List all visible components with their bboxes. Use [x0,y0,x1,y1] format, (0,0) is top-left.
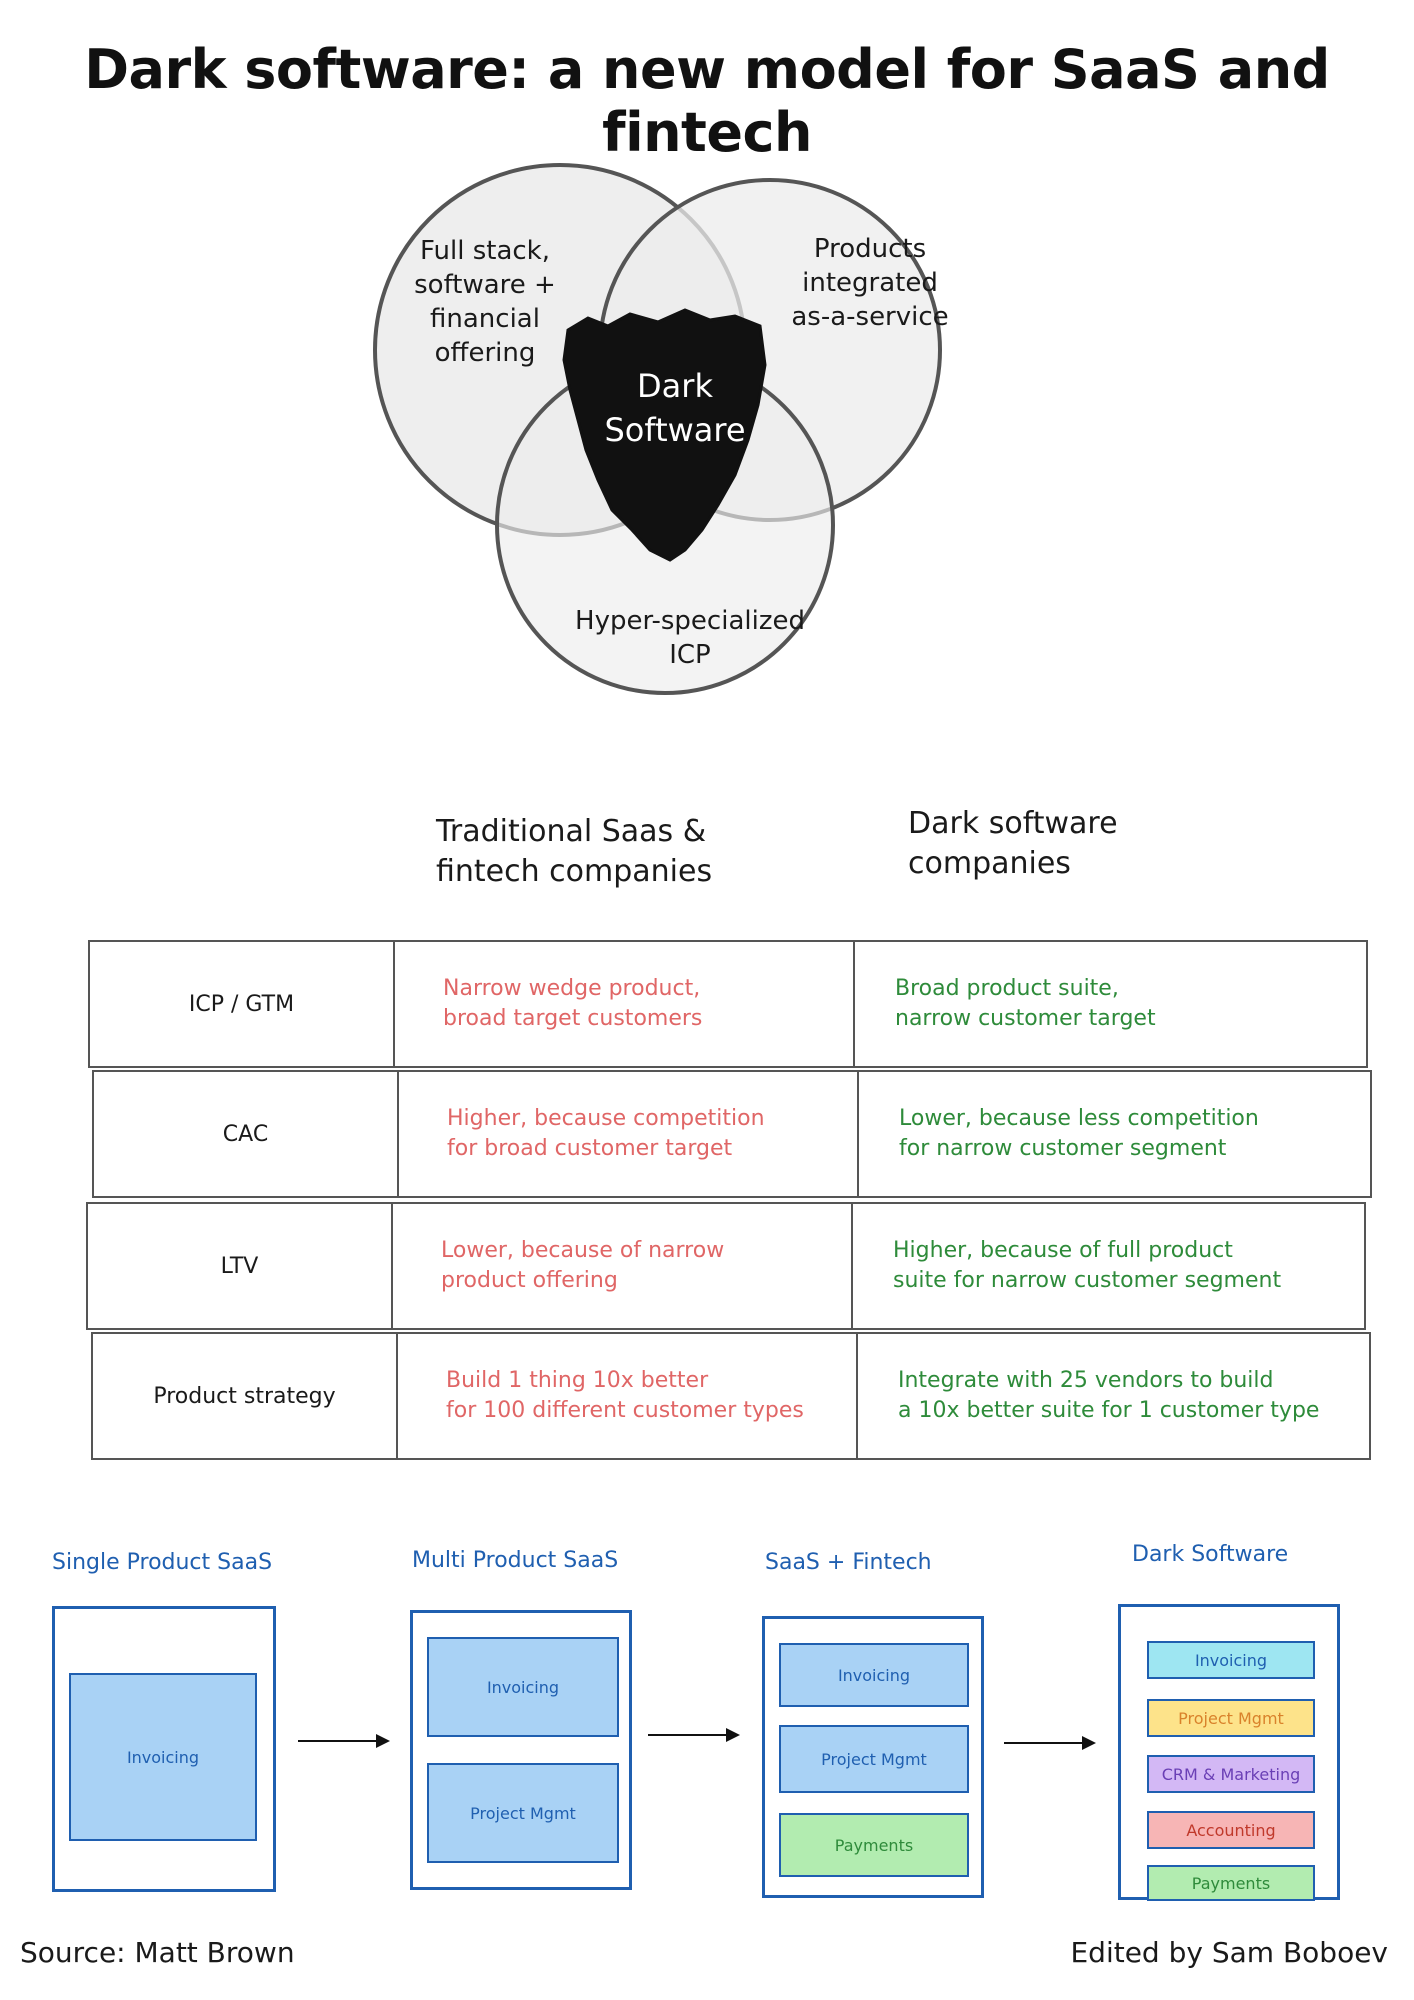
module-label: Payments [1191,1873,1271,1893]
module-label: Project Mgmt [1178,1708,1284,1728]
module-label: CRM & Marketing [1161,1764,1301,1784]
stage-frame-dark-software: Invoicing Project Mgmt CRM & Marketing A… [1118,1604,1340,1901]
venn-diagram [340,150,1040,750]
module-project-mgmt: Project Mgmt [779,1725,969,1793]
arrow-right-icon [298,1734,390,1748]
arrow-right-icon [1004,1736,1096,1750]
module-project-mgmt: Project Mgmt [427,1763,619,1863]
table-row: CAC Higher, because competition for broa… [92,1070,1372,1198]
stage-frame-multi-product: Invoicing Project Mgmt [410,1610,632,1890]
module-label: Invoicing [837,1665,911,1685]
dark-software-blob [562,308,767,562]
stage-frame-saas-fintech: Invoicing Project Mgmt Payments [762,1616,984,1898]
table-row: Product strategy Build 1 thing 10x bette… [91,1332,1371,1460]
module-label: Project Mgmt [470,1803,576,1823]
stage-title-saas-fintech: SaaS + Fintech [765,1550,932,1575]
module-label: Accounting [1186,1820,1276,1840]
module-label: Invoicing [1194,1650,1268,1670]
module-payments: Payments [779,1813,969,1877]
module-label: Project Mgmt [821,1749,927,1769]
dark-cell: Broad product suite, narrow customer tar… [895,976,1156,1031]
traditional-cell: Lower, because of narrow product offerin… [393,1204,853,1328]
module-label: Payments [834,1835,914,1855]
module-invoicing: Invoicing [69,1673,257,1841]
venn-label-integrated: Products integrated as-a-service [791,234,949,332]
module-project-mgmt: Project Mgmt [1147,1699,1315,1737]
dark-cell: Lower, because less competition for narr… [899,1106,1259,1161]
table-row: ICP / GTM Narrow wedge product, broad ta… [88,940,1368,1068]
module-label: Invoicing [126,1747,200,1767]
table-row: LTV Lower, because of narrow product off… [86,1202,1366,1330]
module-label: Invoicing [486,1677,560,1697]
arrow-right-icon [648,1728,740,1742]
module-accounting: Accounting [1147,1811,1315,1849]
row-label: CAC [94,1072,399,1196]
dark-cell: Integrate with 25 vendors to build a 10x… [898,1368,1320,1423]
page-title: Dark software: a new model for SaaS and … [84,38,1330,164]
source-credit: Source: Matt Brown [20,1936,295,1969]
module-invoicing: Invoicing [779,1643,969,1707]
stage-frame-single-product: Invoicing [52,1606,276,1892]
dark-cell: Higher, because of full product suite fo… [893,1238,1282,1293]
row-label: Product strategy [93,1334,398,1458]
module-invoicing: Invoicing [1147,1641,1315,1679]
module-invoicing: Invoicing [427,1637,619,1737]
column-header-traditional: Traditional Saas & fintech companies [436,814,713,889]
row-label: LTV [88,1204,393,1328]
venn-label-dark-software: Dark Software [604,367,746,449]
traditional-cell: Narrow wedge product, broad target custo… [395,942,855,1066]
module-payments: Payments [1147,1865,1315,1901]
editor-credit: Edited by Sam Boboev [1070,1936,1388,1969]
traditional-cell: Build 1 thing 10x better for 100 differe… [398,1334,858,1458]
module-crm-marketing: CRM & Marketing [1147,1755,1315,1793]
traditional-cell: Higher, because competition for broad cu… [399,1072,859,1196]
stage-title-multi-product: Multi Product SaaS [412,1548,619,1573]
venn-label-full-stack: Full stack, software + financial offerin… [414,236,556,368]
row-label: ICP / GTM [90,942,395,1066]
venn-label-hyper-specialized: Hyper-specialized ICP [575,606,805,670]
stage-title-single-product: Single Product SaaS [52,1550,273,1575]
stage-title-dark-software: Dark Software [1132,1542,1289,1567]
column-header-dark: Dark software companies [908,806,1118,881]
